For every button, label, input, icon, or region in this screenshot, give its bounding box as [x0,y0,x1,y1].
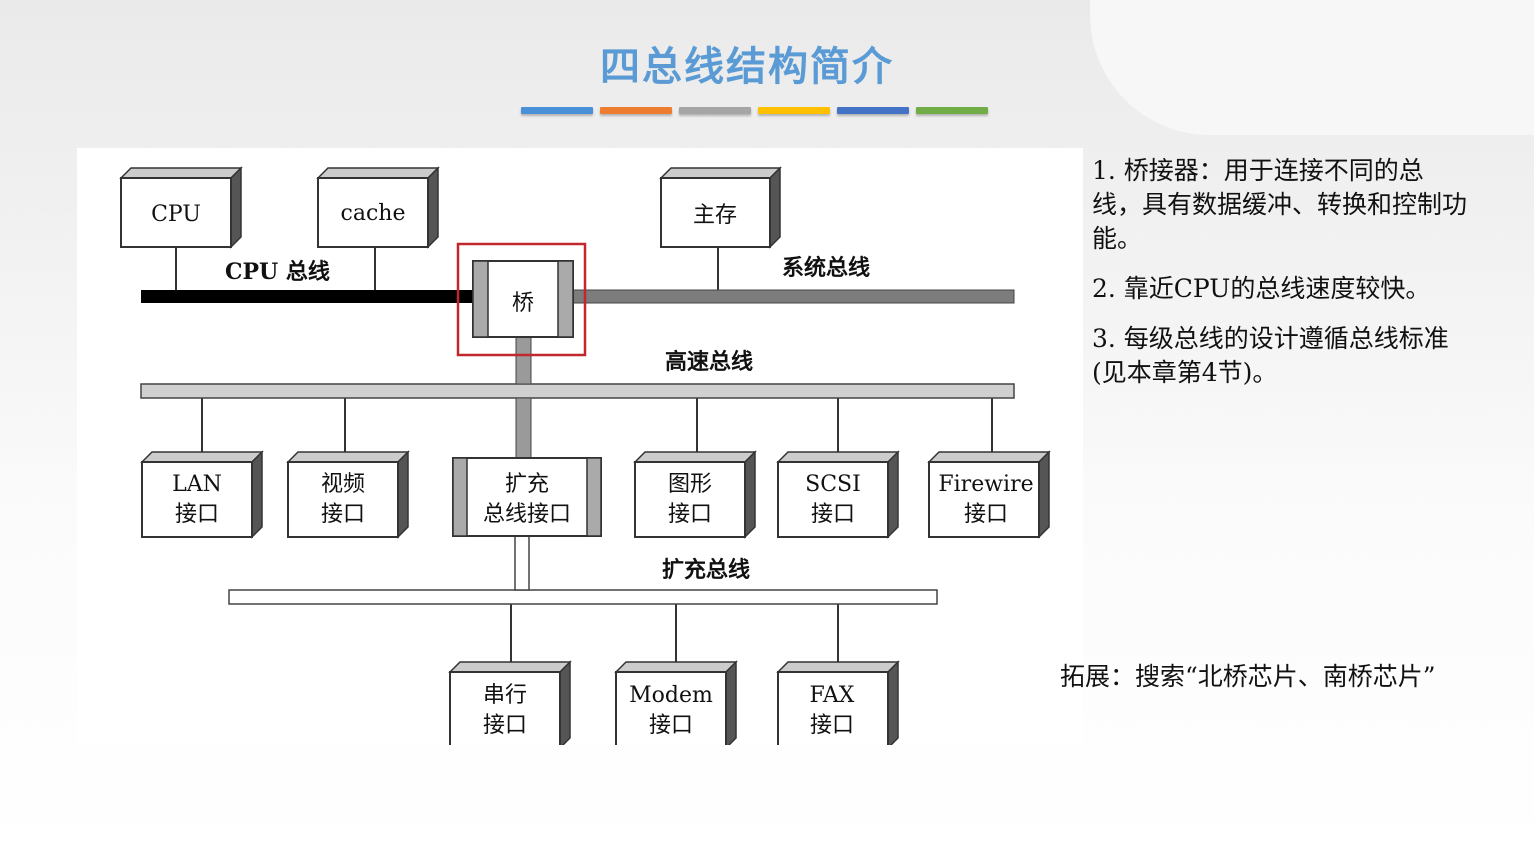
cpu-bus-label: CPU 总线 [225,259,330,285]
expansion-bus-interface-box: 扩充 总线接口 [452,457,602,537]
modem-label-line1: Modem [629,683,713,708]
main-memory-label: 主存 [693,203,737,228]
lan-label-line1: LAN [172,472,222,497]
expansion-trunk-lower [514,535,530,591]
note-bridge: 1. 桥接器：用于连接不同的总线，具有数据缓冲、转换和控制功能。 [1092,156,1468,253]
scsi-interface-box: SCSI 接口 [776,450,900,539]
serial-label-line2: 接口 [483,713,527,738]
high-speed-bus [140,383,1015,399]
bridge-trunk [515,335,532,385]
video-interface-box: 视频 接口 [286,450,410,539]
accent-bar [758,107,830,114]
accent-bar [679,107,751,114]
firewire-label-line1: Firewire [938,472,1033,497]
background-shape [1090,0,1534,135]
serial-interface-box: 串行 接口 [448,660,572,745]
scsi-label-line1: SCSI [805,472,861,497]
bridge-box: 桥 [472,260,574,338]
extension-note: 拓展：搜索“北桥芯片、南桥芯片” [1060,662,1436,691]
scsi-label-line2: 接口 [811,502,855,527]
graphics-label-line1: 图形 [668,472,712,497]
note-speed: 2. 靠近CPU的总线速度较快。 [1092,274,1431,303]
fax-label-line1: FAX [810,683,855,708]
lan-interface-box: LAN 接口 [140,450,264,539]
cpu-label: CPU [151,202,201,227]
accent-bar [916,107,988,114]
expansion-trunk-upper [515,397,532,459]
note-standard: 3. 每级总线的设计遵循总线标准(见本章第4节)。 [1092,324,1449,387]
accent-bar [837,107,909,114]
firewire-label-line2: 接口 [964,502,1008,527]
firewire-interface-box: Firewire 接口 [927,450,1051,539]
cache-label: cache [341,201,406,226]
bus-diagram: CPU cache 主存 CPU 总线 系统总线 高速总线 扩充总线 桥 LAN… [77,148,1083,745]
expansion-interface-line1: 扩充 [505,472,549,497]
graphics-label-line2: 接口 [668,502,712,527]
serial-label-line1: 串行 [483,683,527,708]
accent-bar [521,107,593,114]
video-label-line2: 接口 [321,502,365,527]
notes-list: 1. 桥接器：用于连接不同的总线，具有数据缓冲、转换和控制功能。 2. 靠近CP… [1092,154,1472,406]
graphics-interface-box: 图形 接口 [633,450,757,539]
video-label-line1: 视频 [321,472,365,497]
lan-label-line2: 接口 [175,502,219,527]
cache-box: cache [316,166,440,249]
system-bus [571,289,1015,304]
bridge-highlight [456,242,587,357]
cpu-bus [141,290,481,303]
slide-title: 四总线结构简介 [600,44,894,90]
connector-lines [175,247,993,662]
main-memory-box: 主存 [659,166,782,249]
bridge-label: 桥 [512,291,534,316]
modem-interface-box: Modem 接口 [614,660,738,745]
expansion-bus-label: 扩充总线 [662,557,750,583]
expansion-interface-line2: 总线接口 [483,502,571,527]
cpu-box: CPU [119,166,243,249]
expansion-bus [228,589,938,605]
fax-label-line2: 接口 [810,713,854,738]
modem-label-line2: 接口 [649,713,693,738]
accent-bar [600,107,672,114]
high-speed-bus-label: 高速总线 [665,349,753,375]
system-bus-label: 系统总线 [782,255,870,281]
bus-diagram-svg: CPU cache 主存 CPU 总线 系统总线 高速总线 扩充总线 桥 LAN… [119,166,1051,745]
fax-interface-box: FAX 接口 [776,660,900,745]
